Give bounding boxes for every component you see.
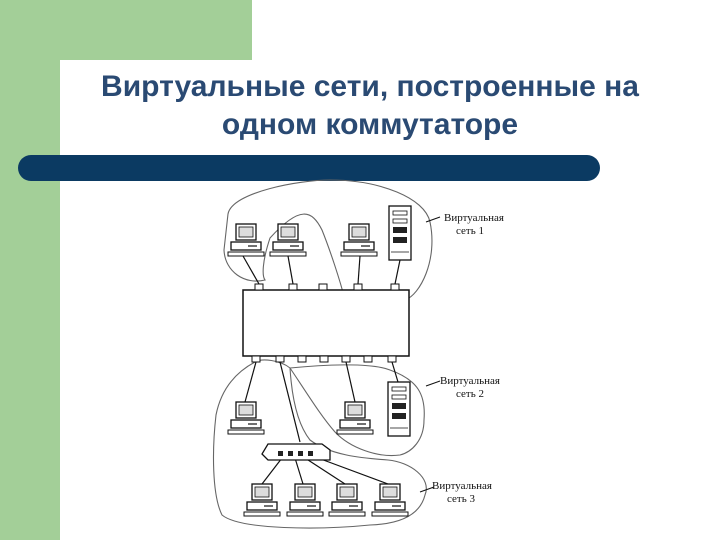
computer-icon (328, 483, 366, 517)
computer-icon (371, 483, 409, 517)
vlan-3-boundary (212, 359, 427, 529)
computer-icon (227, 223, 265, 257)
header-decoration (60, 0, 252, 60)
cables (242, 255, 401, 485)
vlan-1-label-line1: Виртуальная (444, 212, 504, 224)
computer-icon (286, 483, 324, 517)
server-icon (387, 381, 411, 437)
title-line-1: Виртуальные сети, построенные на (101, 70, 639, 103)
title-line-2: одном коммутаторе (221, 108, 519, 141)
computer-icon (227, 401, 265, 435)
switch (242, 289, 410, 357)
computer-icon (269, 223, 307, 257)
slide-title: Виртуальные сети, построенные на одном к… (70, 68, 670, 144)
switch-top-ports (254, 283, 400, 291)
sidebar-decoration (0, 0, 60, 540)
computer-icon (340, 223, 378, 257)
vlan-2-label-line2: сеть 2 (456, 388, 484, 400)
hub (261, 443, 331, 461)
vlan-3-label-line2: сеть 3 (447, 493, 475, 505)
vlan-2-label-line1: Виртуальная (440, 375, 500, 387)
vlan-1-label-line2: сеть 1 (456, 225, 484, 237)
vlan-2-boundary (289, 364, 425, 457)
switch-bottom-ports (251, 355, 397, 363)
title-underline-bar (18, 155, 600, 181)
vlan-3-label-line1: Виртуальная (432, 480, 492, 492)
computer-icon (243, 483, 281, 517)
computer-icon (336, 401, 374, 435)
server-icon (388, 205, 412, 261)
label-pointers (419, 216, 441, 493)
